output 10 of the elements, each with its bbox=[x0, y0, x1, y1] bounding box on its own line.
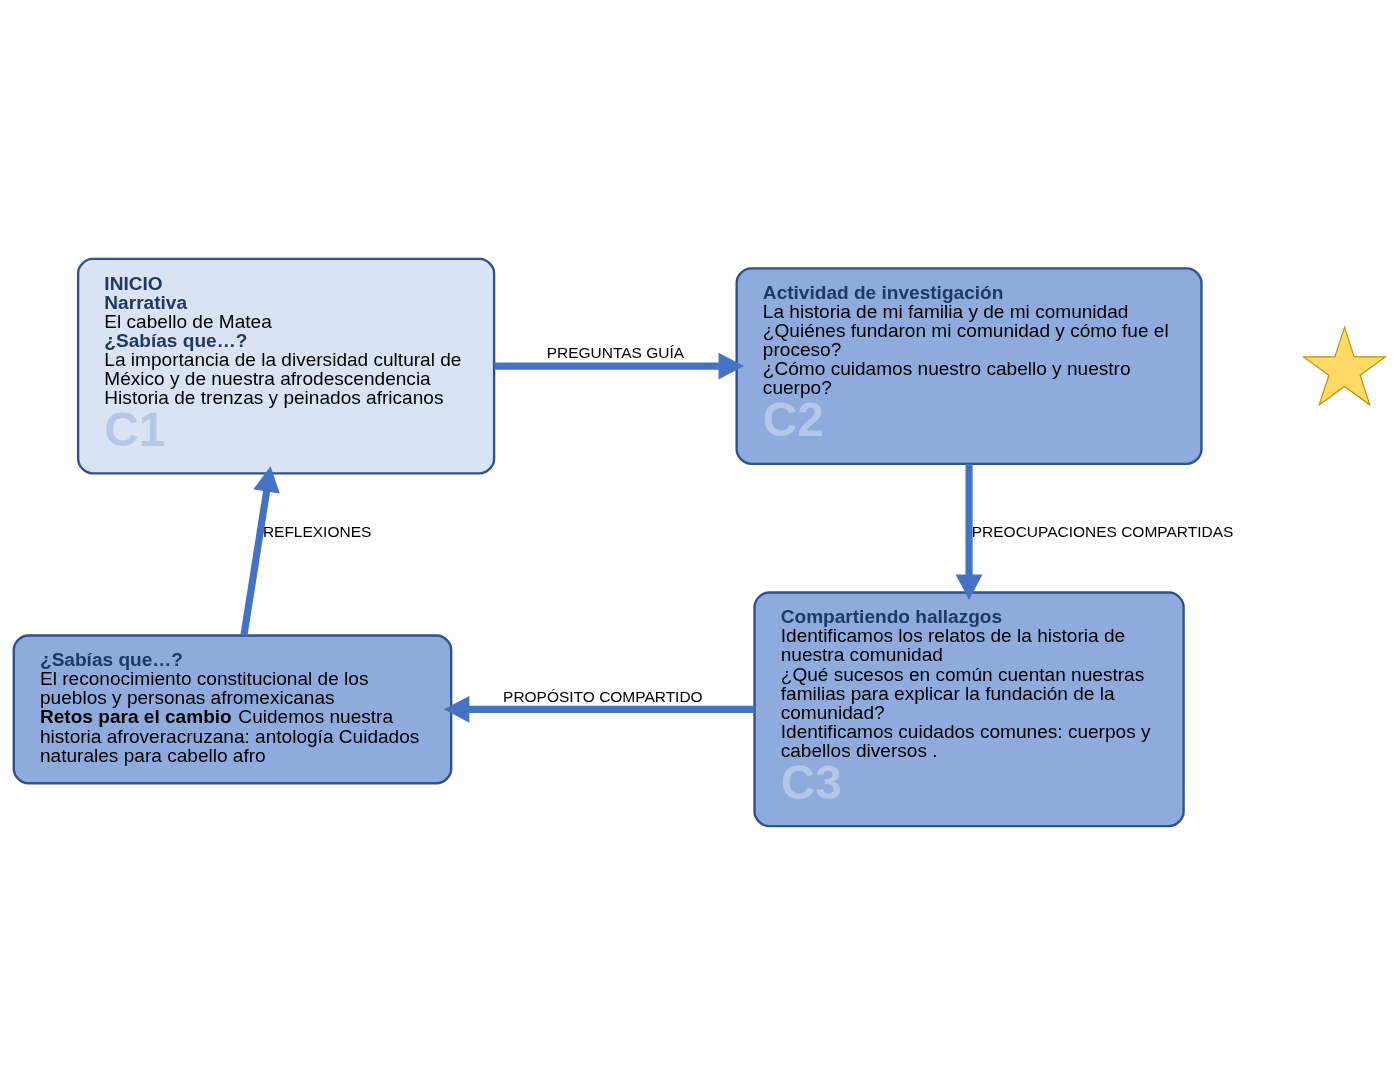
edge-label: PREOCUPACIONES COMPARTIDAS bbox=[971, 523, 1233, 541]
node-box: ¿Sabías que…? El reconocimiento constitucional de los pueblos y personas afromexicanas Retos para el cambio Cuidemos nuestra historia afroveracruzana: antología Cuidados naturales para cabello afro bbox=[12, 634, 452, 785]
arrow bbox=[493, 352, 744, 380]
edge-label: PROPÓSITO COMPARTIDO bbox=[502, 687, 703, 705]
arrow bbox=[443, 695, 754, 723]
node-cross bbox=[1301, 325, 1387, 407]
arrow bbox=[955, 464, 982, 601]
arrow bbox=[239, 466, 280, 636]
edge-label: REFLEXIONES bbox=[262, 523, 371, 541]
edge-label: PREGUNTAS GUÍA bbox=[546, 344, 684, 362]
